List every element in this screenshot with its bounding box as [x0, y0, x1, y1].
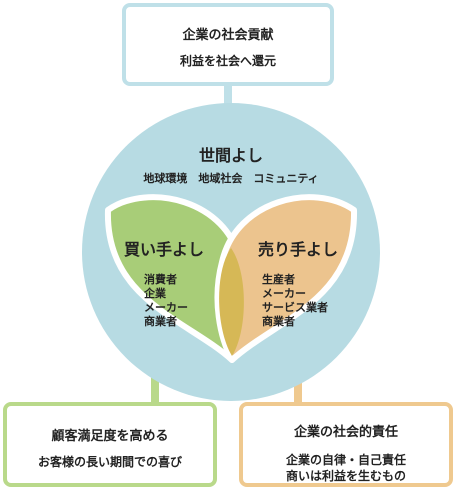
social-responsibility-box: 企業の社会的責任 企業の自律・自己責任 商いは利益を生むもの — [239, 402, 453, 487]
buyer-title: 買い手よし — [124, 240, 204, 259]
world-title: 世間よし — [199, 146, 263, 165]
social-responsibility-title: 企業の社会的責任 — [293, 425, 398, 440]
left-connector — [151, 360, 159, 406]
social-responsibility-line: 商いは利益を生むもの — [285, 469, 406, 483]
customer-satisfaction-box: 顧客満足度を高める お客様の長い期間での喜び — [3, 402, 217, 487]
seller-item: 商業者 — [262, 314, 295, 328]
social-contribution-subtitle: 利益を社会へ還元 — [179, 54, 276, 68]
seller-leaf — [214, 194, 358, 363]
world-subtitle: 地球環境 地域社会 コミュニティ — [143, 171, 318, 185]
social-responsibility-line: 企業の自律・自己責任 — [285, 453, 406, 467]
social-contribution-box: 企業の社会貢献 利益を社会へ還元 — [122, 3, 334, 86]
customer-satisfaction-title: 顧客満足度を高める — [51, 429, 169, 444]
buyer-item: 企業 — [143, 286, 167, 300]
social-contribution-title: 企業の社会貢献 — [182, 28, 274, 43]
buyer-item: 消費者 — [144, 272, 177, 286]
top-connector — [224, 84, 232, 114]
seller-title: 売り手よし — [258, 240, 338, 259]
overlap-area — [219, 248, 244, 356]
buyer-item: メーカー — [144, 301, 188, 314]
seller-item: メーカー — [262, 287, 306, 300]
customer-satisfaction-subtitle: お客様の長い期間での喜び — [37, 455, 182, 469]
buyer-item: 商業者 — [144, 314, 177, 328]
seller-item: サービス業者 — [262, 300, 328, 314]
seller-item: 生産者 — [262, 272, 295, 286]
